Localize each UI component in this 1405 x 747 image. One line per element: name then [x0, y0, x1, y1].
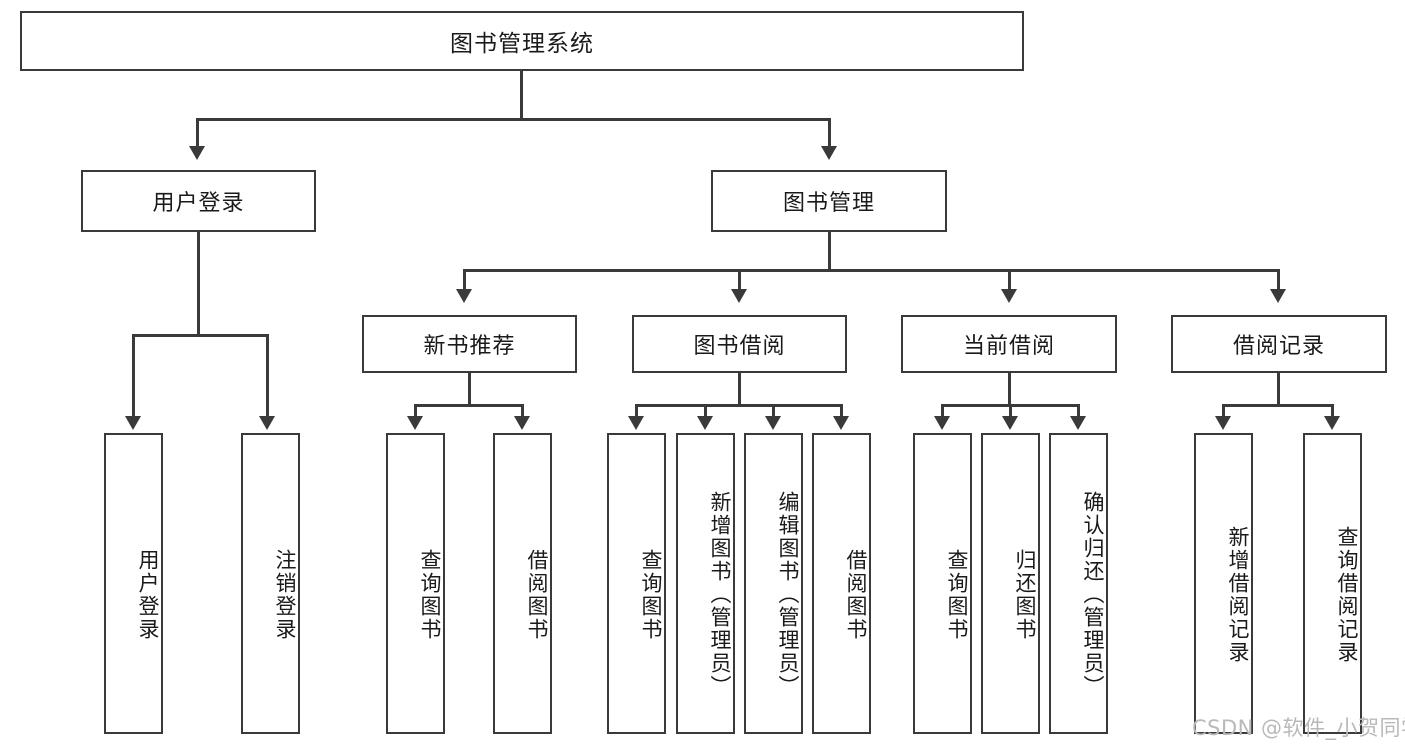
node-book-management[interactable]: 图书管理 — [711, 170, 947, 232]
arrowhead-user-login — [189, 146, 205, 160]
connector-cb-drop-3 — [1077, 404, 1080, 418]
connector-new-book-drop-2 — [521, 404, 524, 418]
connector-book-borrow-stem — [738, 373, 741, 406]
leaf-cb-query-book[interactable]: 查询图书 — [913, 433, 972, 734]
connector-new-book-stem — [468, 373, 471, 406]
connector-br-drop-1 — [1222, 404, 1225, 418]
connector-user-login-stem — [197, 232, 200, 336]
node-new-book-recommend[interactable]: 新书推荐 — [362, 315, 577, 373]
connector-book-mgmt-drop-4 — [1277, 269, 1280, 291]
connector-root-bus — [196, 118, 830, 121]
arrowhead-book-mgmt — [821, 146, 837, 160]
arrowhead-br-query-record — [1324, 416, 1340, 430]
arrowhead-bb-borrow-book — [833, 416, 849, 430]
node-root-system[interactable]: 图书管理系统 — [20, 11, 1024, 71]
connector-book-borrow-bus — [635, 404, 843, 407]
arrowhead-leaf-user-login — [125, 416, 141, 430]
arrowhead-cb-return-book — [1002, 416, 1018, 430]
leaf-cb-confirm-return[interactable]: 确认归还（管理员） — [1049, 433, 1108, 734]
arrowhead-cb-query-book — [934, 416, 950, 430]
connector-bb-drop-4 — [840, 404, 843, 418]
connector-book-mgmt-bus — [463, 269, 1279, 272]
leaf-bb-edit-book[interactable]: 编辑图书（管理员） — [744, 433, 803, 734]
connector-book-mgmt-drop-1 — [463, 269, 466, 291]
arrowhead-bb-edit-book — [765, 416, 781, 430]
connector-borrow-record-bus — [1222, 404, 1334, 407]
leaf-user-login[interactable]: 用户登录 — [104, 433, 163, 734]
connector-borrow-record-stem — [1277, 373, 1280, 406]
arrowhead-leaf-logout — [259, 416, 275, 430]
leaf-logout[interactable]: 注销登录 — [241, 433, 300, 734]
connector-book-mgmt-drop-3 — [1008, 269, 1011, 291]
connector-user-login-bus — [132, 334, 268, 337]
leaf-br-query-record[interactable]: 查询借阅记录 — [1303, 433, 1362, 734]
arrowhead-nb-borrow-book — [514, 416, 530, 430]
leaf-bb-add-book[interactable]: 新增图书（管理员） — [676, 433, 735, 734]
leaf-bb-query-book[interactable]: 查询图书 — [607, 433, 666, 734]
leaf-nb-query-book[interactable]: 查询图书 — [386, 433, 445, 734]
leaf-br-add-record[interactable]: 新增借阅记录 — [1194, 433, 1253, 734]
arrowhead-bb-query-book — [628, 416, 644, 430]
leaf-nb-borrow-book[interactable]: 借阅图书 — [493, 433, 552, 734]
connector-cb-drop-2 — [1009, 404, 1012, 418]
connector-br-drop-2 — [1331, 404, 1334, 418]
connector-root-stem — [520, 71, 523, 118]
arrowhead-new-book-rec — [456, 289, 472, 303]
node-book-borrow[interactable]: 图书借阅 — [632, 315, 847, 373]
connector-book-mgmt-drop-2 — [738, 269, 741, 291]
connector-new-book-drop-1 — [414, 404, 417, 418]
arrowhead-current-borrow — [1001, 289, 1017, 303]
node-borrow-record[interactable]: 借阅记录 — [1171, 315, 1387, 373]
node-current-borrow[interactable]: 当前借阅 — [901, 315, 1117, 373]
connector-cb-drop-1 — [941, 404, 944, 418]
arrowhead-book-borrow — [731, 289, 747, 303]
connector-user-login-drop-1 — [132, 334, 135, 418]
connector-root-to-user-login — [196, 118, 199, 148]
leaf-cb-return-book[interactable]: 归还图书 — [981, 433, 1040, 734]
arrowhead-cb-confirm-return — [1070, 416, 1086, 430]
connector-user-login-drop-2 — [266, 334, 269, 418]
arrowhead-nb-query-book — [407, 416, 423, 430]
connector-current-borrow-stem — [1008, 373, 1011, 406]
arrowhead-borrow-record — [1270, 289, 1286, 303]
leaf-bb-borrow-book[interactable]: 借阅图书 — [812, 433, 871, 734]
connector-book-mgmt-stem — [828, 232, 831, 271]
connector-bb-drop-1 — [635, 404, 638, 418]
connector-bb-drop-2 — [704, 404, 707, 418]
connector-root-to-book-mgmt — [828, 118, 831, 148]
connector-bb-drop-3 — [772, 404, 775, 418]
connector-new-book-bus — [414, 404, 524, 407]
node-user-login[interactable]: 用户登录 — [81, 170, 316, 232]
arrowhead-br-add-record — [1215, 416, 1231, 430]
arrowhead-bb-add-book — [697, 416, 713, 430]
